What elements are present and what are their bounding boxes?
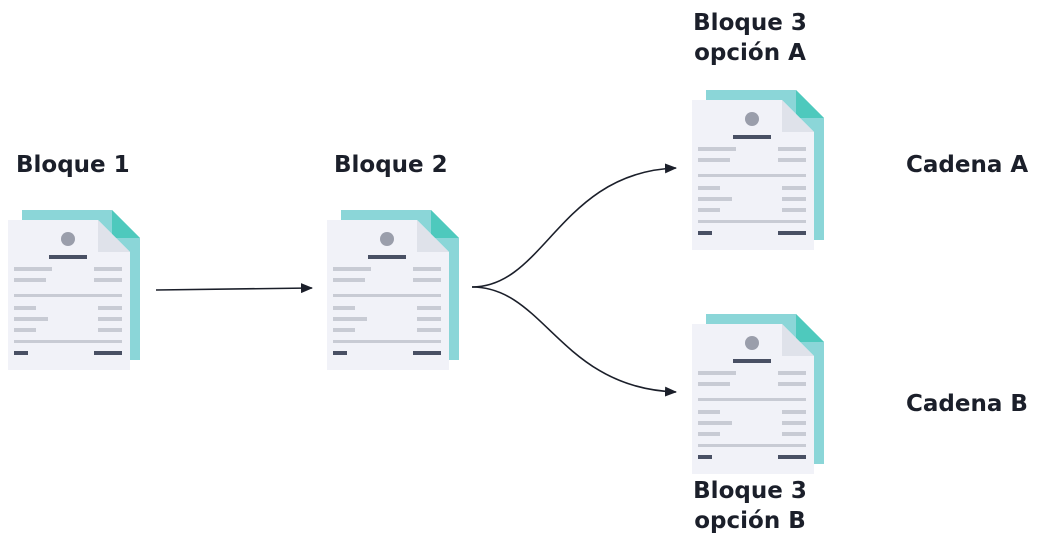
document-total-label xyxy=(333,351,347,355)
document-back-fold xyxy=(796,314,824,342)
document-title-bar xyxy=(733,359,771,363)
document-line-left xyxy=(698,208,720,212)
block-2-document-icon xyxy=(325,208,465,370)
document-avatar-circle xyxy=(380,232,394,246)
document-svg xyxy=(692,90,824,250)
block-1-label: Bloque 1 xyxy=(16,152,130,178)
document-avatar-circle xyxy=(745,336,759,350)
document-avatar-circle xyxy=(745,112,759,126)
document-front-fold xyxy=(98,220,130,252)
document-front-fold xyxy=(782,100,814,132)
document-line-left xyxy=(698,410,720,414)
document-back-fold xyxy=(796,90,824,118)
document-line-left xyxy=(14,328,36,332)
document-line-right xyxy=(782,421,806,425)
document-line-right xyxy=(417,328,441,332)
document-divider xyxy=(14,294,122,297)
block-3b-label-line1: Bloque 3 xyxy=(693,478,807,504)
document-line-left xyxy=(698,432,720,436)
document-line-right xyxy=(98,306,122,310)
document-line-left xyxy=(14,267,52,271)
block-2-label: Bloque 2 xyxy=(334,152,448,178)
document-divider xyxy=(333,340,441,343)
document-line-right xyxy=(94,267,122,271)
document-title-bar xyxy=(368,255,406,259)
document-line-left xyxy=(14,278,46,282)
block-3b-label: Bloque 3 opción B xyxy=(680,476,820,536)
document-line-left xyxy=(333,306,355,310)
block-3a-label: Bloque 3 opción A xyxy=(680,8,820,68)
document-line-right xyxy=(782,432,806,436)
block-3b-label-line2: opción B xyxy=(694,508,806,534)
document-line-right xyxy=(413,267,441,271)
document-front-fold xyxy=(782,324,814,356)
document-divider xyxy=(698,174,806,177)
document-line-right xyxy=(782,186,806,190)
document-line-left xyxy=(698,197,732,201)
document-line-right xyxy=(413,278,441,282)
document-line-right xyxy=(98,328,122,332)
document-title-bar xyxy=(733,135,771,139)
document-total-value xyxy=(94,351,122,355)
document-line-right xyxy=(778,371,806,375)
document-line-right xyxy=(98,317,122,321)
document-line-left xyxy=(14,306,36,310)
document-divider xyxy=(698,398,806,401)
document-line-right xyxy=(778,147,806,151)
document-line-left xyxy=(698,421,732,425)
chain-a-label: Cadena A xyxy=(906,152,1029,178)
block-3b-document-icon xyxy=(690,312,830,474)
document-line-left xyxy=(333,317,367,321)
document-divider xyxy=(333,294,441,297)
document-svg xyxy=(327,210,459,370)
arrow-block2-to-block3a xyxy=(471,163,677,288)
document-divider xyxy=(14,340,122,343)
document-line-left xyxy=(698,186,720,190)
document-line-left xyxy=(698,382,730,386)
document-line-right xyxy=(782,197,806,201)
document-line-right xyxy=(782,410,806,414)
document-line-right xyxy=(417,317,441,321)
document-back-fold xyxy=(431,210,459,238)
document-total-label xyxy=(698,231,712,235)
document-line-right xyxy=(94,278,122,282)
block-3a-label-line1: Bloque 3 xyxy=(693,10,807,36)
document-line-right xyxy=(782,208,806,212)
document-back-fold xyxy=(112,210,140,238)
document-front-fold xyxy=(417,220,449,252)
document-total-value xyxy=(778,455,806,459)
document-line-right xyxy=(417,306,441,310)
document-divider xyxy=(698,444,806,447)
chain-b-label: Cadena B xyxy=(906,391,1028,417)
document-line-left xyxy=(698,158,730,162)
document-line-left xyxy=(698,371,736,375)
block-3a-document-icon xyxy=(690,88,830,250)
document-total-value xyxy=(778,231,806,235)
block-3a-label-line2: opción A xyxy=(694,40,806,66)
document-title-bar xyxy=(49,255,87,259)
document-svg xyxy=(692,314,824,474)
document-total-value xyxy=(413,351,441,355)
document-svg xyxy=(8,210,140,370)
document-total-label xyxy=(698,455,712,459)
document-line-left xyxy=(14,317,48,321)
document-avatar-circle xyxy=(61,232,75,246)
document-line-right xyxy=(778,158,806,162)
arrow-block2-to-block3b xyxy=(471,286,677,397)
document-total-label xyxy=(14,351,28,355)
document-line-left xyxy=(698,147,736,151)
document-divider xyxy=(698,220,806,223)
document-line-left xyxy=(333,267,371,271)
block-1-document-icon xyxy=(6,208,146,370)
document-line-left xyxy=(333,278,365,282)
arrow-block1-to-block2 xyxy=(155,283,313,294)
document-line-left xyxy=(333,328,355,332)
document-line-right xyxy=(778,382,806,386)
